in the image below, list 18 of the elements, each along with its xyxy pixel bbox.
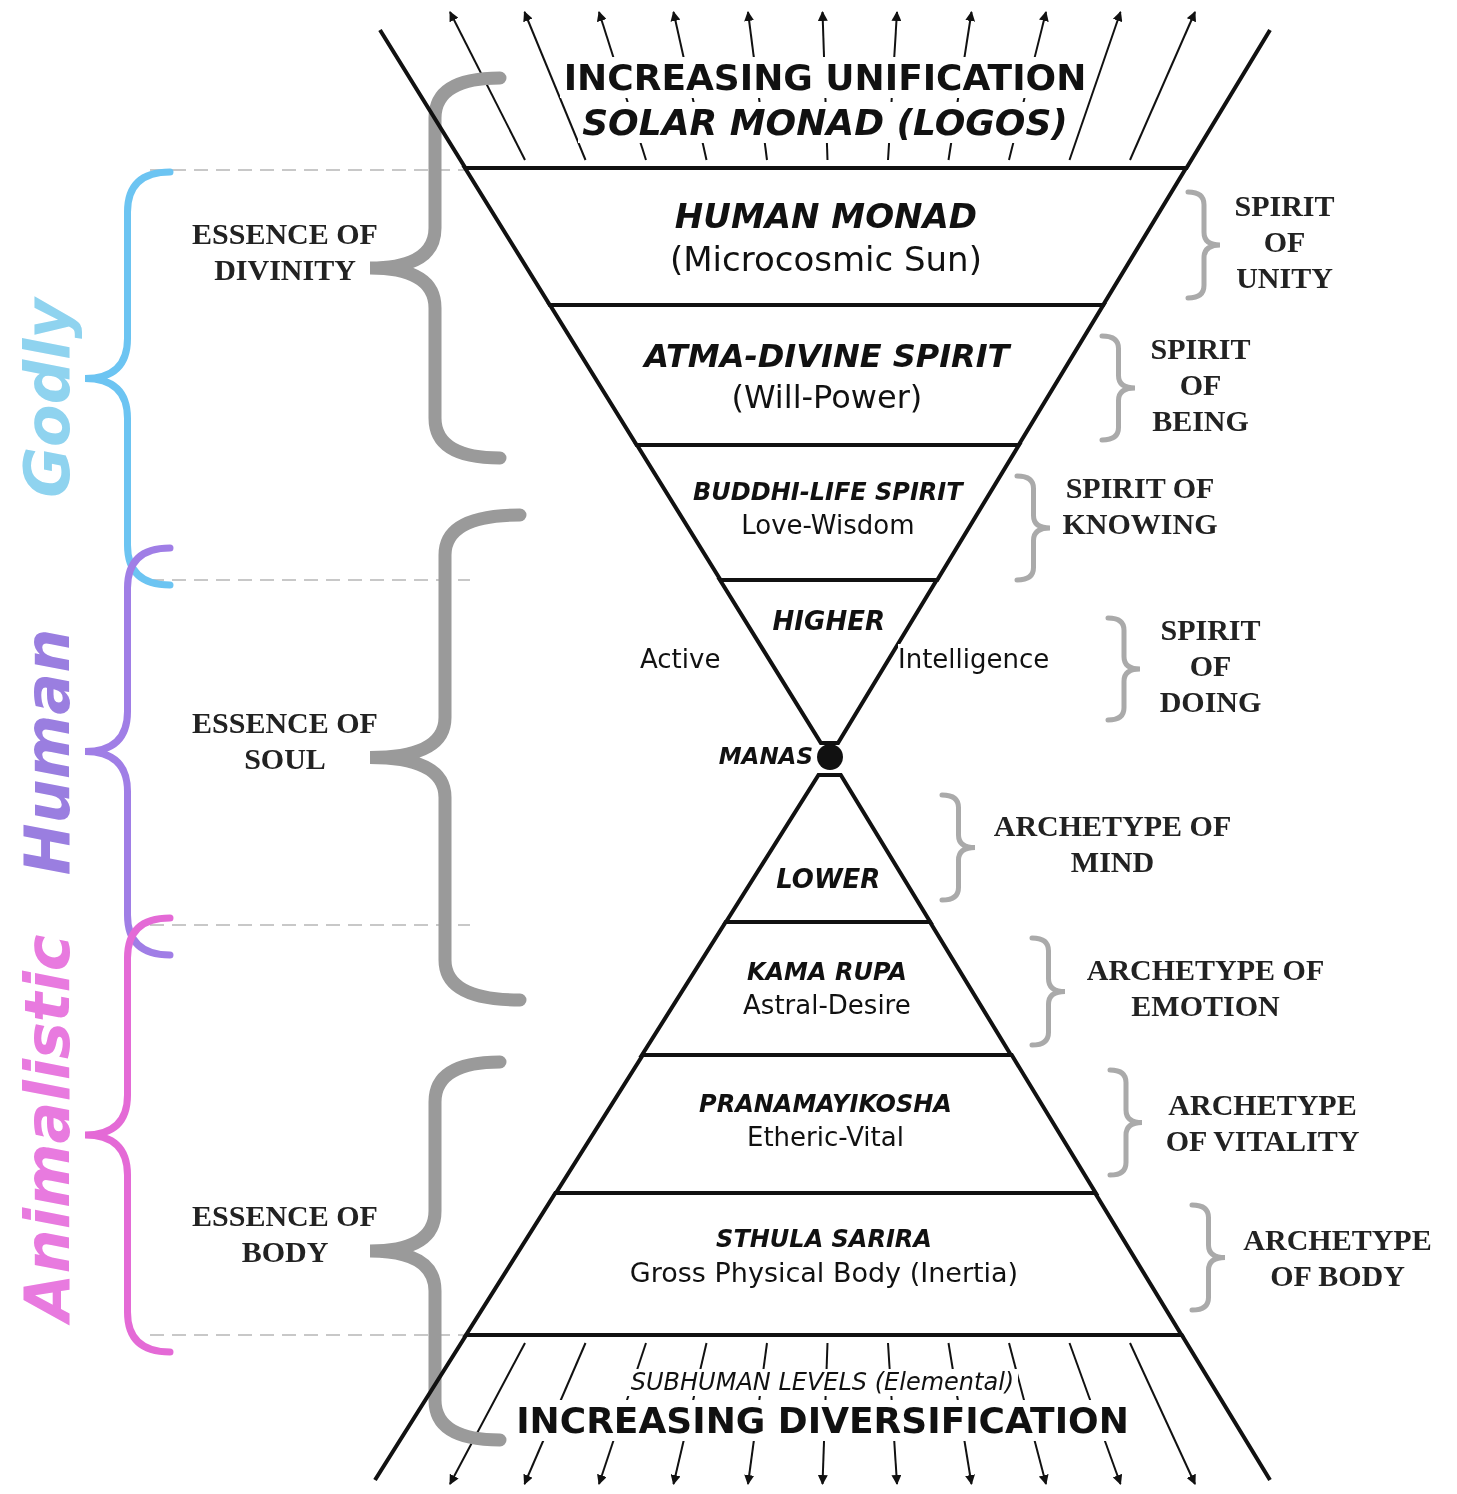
annotation-text: ESSENCE OF DIVINITY [191, 216, 379, 288]
circle-dot [817, 744, 843, 770]
annotation-text: SPIRIT OF KNOWING [1061, 470, 1219, 542]
side-label: Godly [10, 298, 85, 498]
band-title: INCREASING UNIFICATION [559, 56, 1091, 98]
hourglass-band [375, 1335, 1270, 1480]
side-label: Human [10, 628, 85, 876]
annotation-text: ESSENCE OF BODY [191, 1198, 379, 1270]
annotation-text: SPIRIT OF UNITY [1233, 188, 1336, 296]
annotation-text: SPIRIT OF DOING [1158, 612, 1263, 720]
annotation-text: ESSENCE OF SOUL [191, 705, 379, 777]
annotation-text: Intelligence [898, 644, 1050, 676]
band-title: SUBHUMAN LEVELS (Elemental) [626, 1368, 1019, 1397]
annotation-text: ARCHETYPE OF BODY [1242, 1222, 1433, 1294]
annotation-text: ARCHETYPE OF VITALITY [1164, 1087, 1361, 1159]
annotation-text: ARCHETYPE OF MIND [992, 808, 1233, 880]
annotation-text: SPIRIT OF BEING [1149, 331, 1252, 439]
annotation-text: ARCHETYPE OF EMOTION [1085, 952, 1326, 1024]
